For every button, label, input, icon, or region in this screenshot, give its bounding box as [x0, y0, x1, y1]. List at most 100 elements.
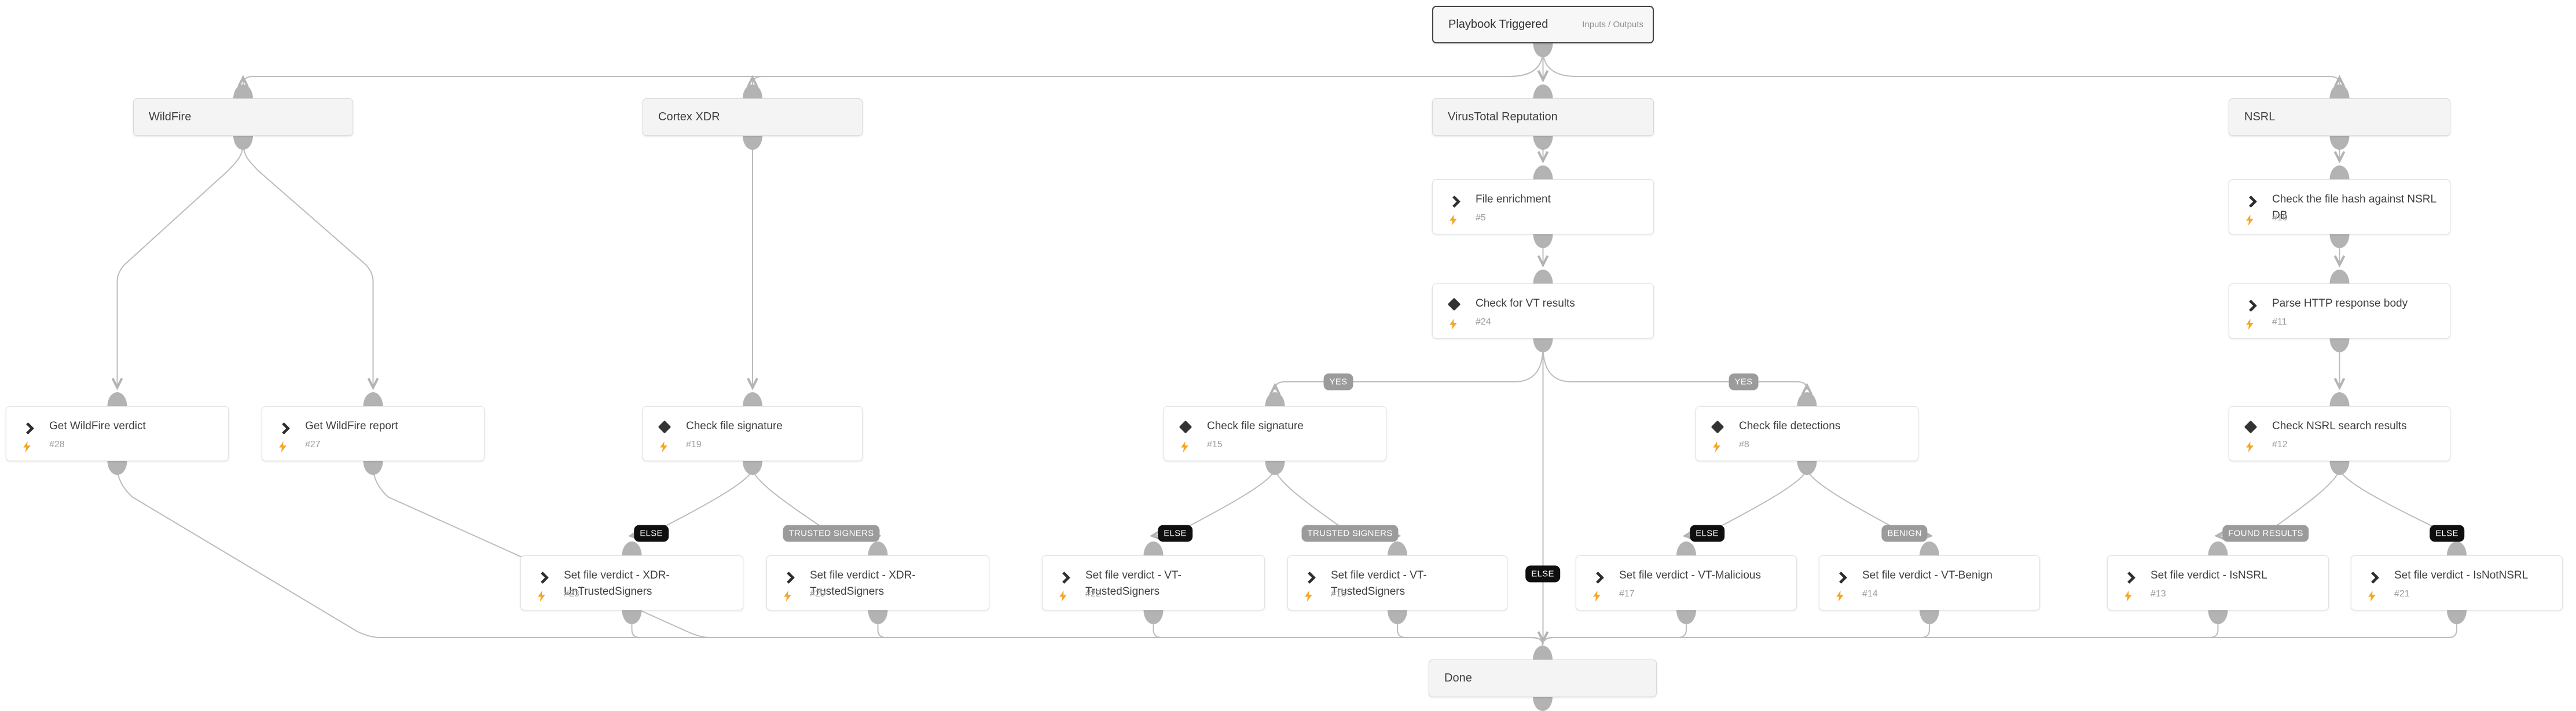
node-check-nsrl-results[interactable]: Check NSRL search results #12 [2229, 406, 2450, 461]
edge-set-verdict-isnsrl-to-done [1542, 617, 2219, 646]
section-title: VirusTotal Reputation [1448, 110, 1558, 123]
edge-label-pill-vt-center-else: ELSE [1525, 565, 1560, 583]
node-set-verdict-isnotnsrl[interactable]: Set file verdict - IsNotNSRL#21 [2351, 555, 2563, 610]
task-title: Check the file hash against NSRL DB [2272, 193, 2436, 222]
edge-playbook-triggered-to-wildfire-section [237, 50, 1544, 87]
task-title: Set file verdict - IsNSRL [2151, 569, 2267, 581]
node-set-verdict-vt-trusted[interactable]: Set file verdict - VT-TrustedSigners#16 [1287, 555, 1507, 610]
node-set-verdict-vt-else[interactable]: Set file verdict - VT-TrustedSigners#22 [1042, 555, 1265, 610]
bolt-icon [2246, 319, 2254, 330]
chevron-icon [1834, 571, 1848, 584]
bolt-icon [1450, 215, 1457, 226]
node-set-verdict-xdr-untrusted[interactable]: Set file verdict - XDR-UnTrustedSigners#… [520, 555, 743, 610]
edge-set-verdict-xdr-untrusted-to-done [631, 617, 1543, 646]
bolt-icon [538, 591, 545, 602]
edge-check-file-signature-vt-to-set-verdict-vt-trusted-upper [1274, 467, 1351, 534]
task-title: Check NSRL search results [2272, 420, 2407, 432]
node-check-file-hash-nsrl[interactable]: Check the file hash against NSRL DB#10 [2229, 179, 2450, 234]
edge-check-file-signature-vt-to-set-verdict-vt-else-upper [1175, 467, 1276, 534]
chevron-icon [2244, 195, 2258, 208]
task-title: Set file verdict - VT-Malicious [1619, 569, 1761, 581]
task-number: #23 [564, 589, 579, 599]
task-title: Check for VT results [1476, 297, 1575, 310]
node-check-file-signature-xdr[interactable]: Check file signature #19 [643, 406, 863, 461]
task-title: Set file verdict - XDR-TrustedSigners [810, 569, 916, 598]
edge-set-verdict-xdr-trusted-to-done [877, 617, 1543, 646]
node-get-wildfire-verdict[interactable]: Get WildFire verdict#28 [6, 406, 229, 461]
edge-label-pill-nsrl-else: ELSE [2430, 525, 2464, 542]
edge-set-verdict-vt-benign-to-done [1542, 617, 1930, 646]
task-number: #24 [1476, 317, 1491, 327]
inputs-outputs-link[interactable]: Inputs / Outputs [1582, 20, 1643, 30]
node-cortex-xdr-section[interactable]: Cortex XDR [643, 98, 863, 136]
bolt-icon [1305, 591, 1312, 602]
edge-wildfire-section-to-get-wildfire-verdict [111, 141, 244, 391]
chevron-icon [1591, 571, 1605, 584]
node-wildfire-section[interactable]: WildFire [133, 98, 353, 136]
condition-diamond-icon [658, 420, 671, 434]
chevron-icon [1448, 195, 1461, 208]
edge-label-pill-xdr-else: ELSE [634, 525, 669, 542]
task-number: #17 [1619, 589, 1635, 599]
node-file-enrichment[interactable]: File enrichment#5 [1432, 179, 1654, 234]
chevron-icon [1058, 571, 1071, 584]
edge-playbook-triggered-to-nsrl-section [1542, 50, 2346, 87]
task-number: #5 [1476, 213, 1486, 223]
chevron-icon [277, 422, 291, 435]
section-title: NSRL [2244, 110, 2276, 123]
node-done[interactable]: Done [1429, 660, 1657, 697]
edge-wildfire-section-to-get-wildfire-report [243, 141, 379, 391]
chevron-icon [2244, 299, 2258, 312]
condition-diamond-icon [1447, 297, 1461, 311]
bolt-icon [2368, 591, 2376, 602]
node-check-for-vt-results[interactable]: Check for VT results #24 [1432, 283, 1654, 338]
node-set-verdict-vt-malicious[interactable]: Set file verdict - VT-Malicious #17 [1576, 555, 1797, 610]
node-nsrl-section[interactable]: NSRL [2229, 98, 2450, 136]
task-number: #19 [686, 440, 702, 450]
node-set-verdict-vt-benign[interactable]: Set file verdict - VT-Benign#14 [1819, 555, 2040, 610]
bolt-icon [660, 441, 667, 452]
node-set-verdict-xdr-trusted[interactable]: Set file verdict - XDR-TrustedSigners#20 [766, 555, 989, 610]
edge-label-pill-vt-trusted-signers: TRUSTED SIGNERS [1301, 525, 1399, 542]
edge-check-for-vt-results-to-check-file-detections [1542, 346, 1813, 395]
section-title: Cortex XDR [658, 110, 720, 123]
end-title: Done [1444, 672, 1472, 684]
task-number: #21 [2394, 589, 2410, 599]
task-number: #27 [305, 440, 321, 450]
edge-check-nsrl-results-to-set-verdict-isnsrl-upper [2265, 467, 2340, 534]
condition-diamond-icon [1711, 420, 1724, 434]
edge-label-pill-nsrl-found-results: FOUND RESULTS [2222, 525, 2309, 542]
node-parse-http-response[interactable]: Parse HTTP response body#11 [2229, 283, 2450, 338]
bolt-icon [2246, 441, 2254, 452]
task-number: #15 [1207, 440, 1223, 450]
node-virustotal-section[interactable]: VirusTotal Reputation [1432, 98, 1654, 136]
condition-diamond-icon [1179, 420, 1192, 434]
bolt-icon [1593, 591, 1601, 602]
node-get-wildfire-report[interactable]: Get WildFire report#27 [262, 406, 485, 461]
bolt-icon [2246, 215, 2254, 226]
node-check-file-detections[interactable]: Check file detections#8 [1696, 406, 1918, 461]
task-number: #10 [2272, 213, 2288, 223]
task-title: Set file verdict - XDR-UnTrustedSigners [564, 569, 670, 598]
task-title: Check file signature [686, 420, 783, 432]
chevron-icon [21, 422, 35, 435]
node-check-file-signature-vt[interactable]: Check file signature #15 [1164, 406, 1386, 461]
task-title: Get WildFire verdict [49, 420, 146, 432]
chevron-icon [1303, 571, 1316, 584]
chevron-icon [536, 571, 549, 584]
edge-label-pill-vt-else-left: ELSE [1158, 525, 1192, 542]
edge-check-file-signature-xdr-to-set-verdict-xdr-untrusted-upper [651, 467, 753, 534]
task-title: Set file verdict - VT-TrustedSigners [1085, 569, 1181, 598]
task-title: Check file signature [1207, 420, 1304, 432]
edge-set-verdict-vt-malicious-to-done [1542, 617, 1687, 646]
node-set-verdict-isnsrl[interactable]: Set file verdict - IsNSRL#13 [2107, 555, 2329, 610]
task-number: #16 [1331, 589, 1346, 599]
edge-check-nsrl-results-to-set-verdict-isnotnsrl-upper [2339, 467, 2447, 534]
task-number: #12 [2272, 440, 2288, 450]
edge-check-file-detections-to-set-verdict-vt-malicious-upper [1707, 467, 1808, 534]
edge-set-verdict-vt-else-to-done [1153, 617, 1543, 646]
bolt-icon [1450, 319, 1457, 330]
edge-label-pill-vt-benign: BENIGN [1881, 525, 1928, 542]
